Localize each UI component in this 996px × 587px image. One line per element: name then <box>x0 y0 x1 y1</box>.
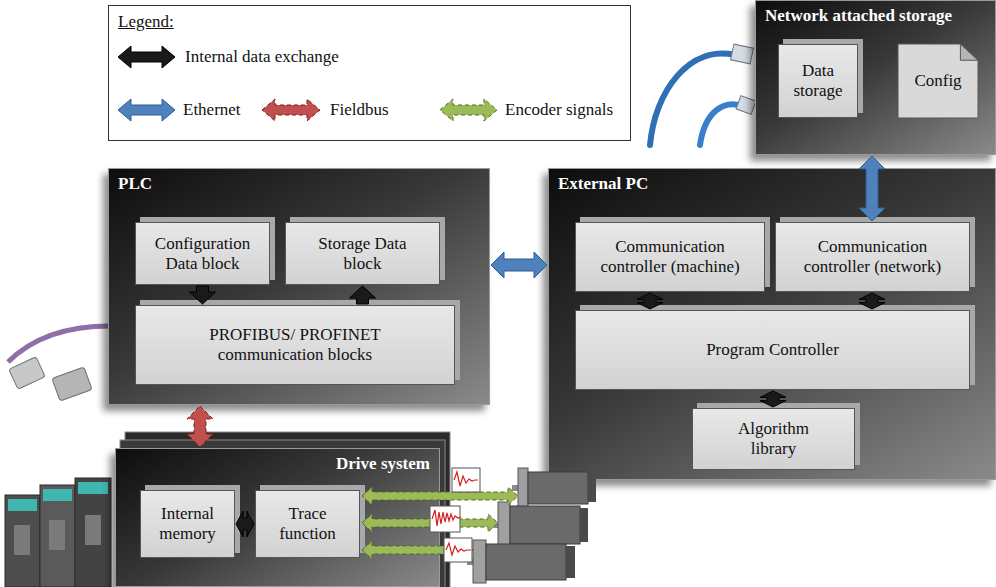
legend-arrow-black <box>118 46 175 68</box>
connector-arrow <box>859 293 885 309</box>
drive-terminal <box>85 515 101 545</box>
connector-arrow <box>236 511 254 537</box>
drive-panel-cover <box>8 499 37 511</box>
profibus-cable <box>8 326 110 401</box>
group-title: Drive system <box>125 454 430 474</box>
group-box: PLC Configuration Data block Storage Data … <box>108 168 490 405</box>
legend-border <box>109 6 631 141</box>
connector-arrow <box>637 293 663 309</box>
motor-flange <box>473 540 486 583</box>
motor-cap <box>566 546 575 578</box>
legend-text: Internal data exchange <box>185 47 339 67</box>
drive-panel-cover <box>43 489 72 501</box>
box-label: Data storage <box>783 61 853 101</box>
drive-module <box>5 495 40 587</box>
drive-terminal <box>14 525 30 555</box>
drive-module <box>40 485 75 587</box>
motor-cap <box>588 474 596 502</box>
connector-arrow <box>760 391 786 407</box>
motor-body <box>528 472 588 504</box>
connector-arrow <box>491 252 547 278</box>
legend-heading: Legend: <box>118 12 174 32</box>
process-box: Internal memory <box>140 490 235 558</box>
connector-arrow <box>350 286 376 304</box>
connector-plug <box>9 357 45 390</box>
waveform <box>446 543 471 555</box>
group-box: Drive systemInternal memory Trace functio… <box>115 448 440 587</box>
legend-entry: Ethernet <box>183 100 241 120</box>
connector-arrow <box>859 156 885 221</box>
document-shape: Config <box>898 44 978 118</box>
motor-flange <box>498 502 510 548</box>
process-box: Communication controller (network) <box>775 222 970 292</box>
legend-arrow-green <box>440 99 497 121</box>
legend-frame <box>109 6 631 141</box>
legend-arrow-red <box>262 99 320 121</box>
cable <box>650 54 735 145</box>
box-label: Config <box>914 71 961 91</box>
cable <box>8 326 110 362</box>
group-box: External PC Communication controller (mac… <box>548 168 996 480</box>
plot-frame <box>452 468 480 492</box>
label-holder: Legend: <box>118 12 174 32</box>
box-label: Storage Data block <box>308 234 417 274</box>
box-label: Communication controller (network) <box>788 237 957 277</box>
motor-body <box>486 544 566 580</box>
rj45-plug <box>736 96 756 115</box>
box-label: Communication controller (machine) <box>588 237 752 277</box>
connector-arrow <box>190 286 216 304</box>
process-box: Data storage <box>778 44 858 118</box>
process-box: Communication controller (machine) <box>575 222 765 292</box>
connector-plug <box>52 367 92 401</box>
encoder-arrows <box>362 487 518 559</box>
box-label: Trace function <box>266 504 349 544</box>
group-title: External PC <box>558 174 986 194</box>
legend-arrow-blue <box>118 99 175 121</box>
encoder-arrow <box>362 487 518 505</box>
process-box: Algorithm library <box>692 408 855 470</box>
group-title: Network attached storage <box>765 6 986 26</box>
drive-module <box>75 478 111 587</box>
waveform <box>454 472 478 486</box>
process-box: Trace function <box>255 490 360 558</box>
rj45-plug <box>731 44 754 64</box>
motor-shaft <box>512 485 518 491</box>
document-fold <box>960 44 978 60</box>
motor-body <box>510 506 580 544</box>
plot-frame <box>430 506 460 532</box>
legend-entry: Internal data exchange <box>185 47 339 67</box>
cable <box>700 104 742 145</box>
legend-text: Fieldbus <box>330 100 389 120</box>
motor-flange <box>518 468 528 508</box>
waveform <box>432 510 461 526</box>
drive-terminal <box>49 520 65 550</box>
box-label: Configuration Data block <box>142 234 263 274</box>
connector-arrow <box>187 406 213 447</box>
plot-frame <box>444 538 472 562</box>
document-page <box>898 44 978 118</box>
legend-text: Ethernet <box>183 100 241 120</box>
group-box: Network attached storageData storage Conf… <box>755 0 996 155</box>
process-box: PROFIBUS/ PROFINET communication blocks <box>135 305 455 385</box>
legend-text: Encoder signals <box>505 100 613 120</box>
drive-panel-cover <box>78 482 108 494</box>
box-label: PROFIBUS/ PROFINET communication blocks <box>176 325 414 365</box>
group-title: PLC <box>118 174 480 194</box>
process-box: Program Controller <box>575 310 970 390</box>
drive-hardware <box>5 478 111 587</box>
motor-cap <box>580 508 588 542</box>
ethernet-cable <box>650 44 756 145</box>
legend-entry: Fieldbus <box>330 100 389 120</box>
box-label: Program Controller <box>706 340 839 360</box>
box-label: Algorithm library <box>723 419 824 459</box>
process-box: Storage Data block <box>285 222 440 285</box>
process-box: Configuration Data block <box>135 222 270 285</box>
signal-plots <box>430 468 480 562</box>
box-label: Internal memory <box>147 504 228 544</box>
legend-entry: Encoder signals <box>505 100 613 120</box>
